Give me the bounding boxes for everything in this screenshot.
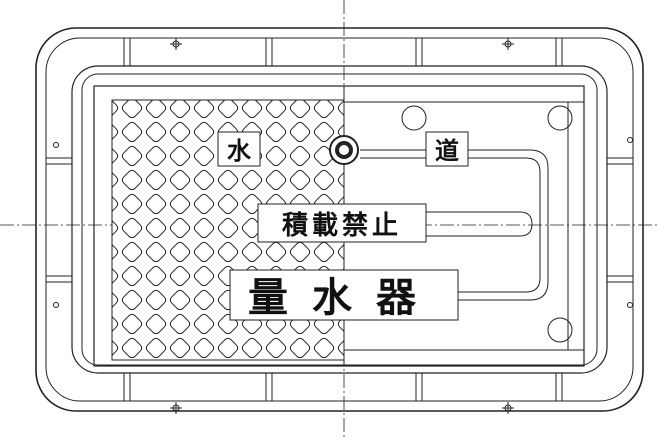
label-water-meter: 量水器	[248, 275, 440, 321]
label-box-road	[425, 131, 469, 167]
municipal-emblem-icon	[329, 135, 359, 165]
label-water: 水	[227, 137, 252, 165]
frame-rim	[71, 65, 608, 374]
outer-frame	[35, 27, 644, 412]
label-box-no-load	[257, 203, 427, 243]
label-road: 道	[435, 137, 459, 165]
label-box-water	[217, 131, 261, 167]
label-box-meter	[229, 269, 459, 321]
frame-ribs	[46, 38, 633, 401]
crosshair-icon	[53, 38, 633, 414]
label-no-load: 積載禁止	[282, 211, 402, 241]
frame-rim-inner	[81, 73, 598, 366]
right-half-details	[343, 85, 585, 367]
outer-frame-inner	[45, 37, 634, 402]
